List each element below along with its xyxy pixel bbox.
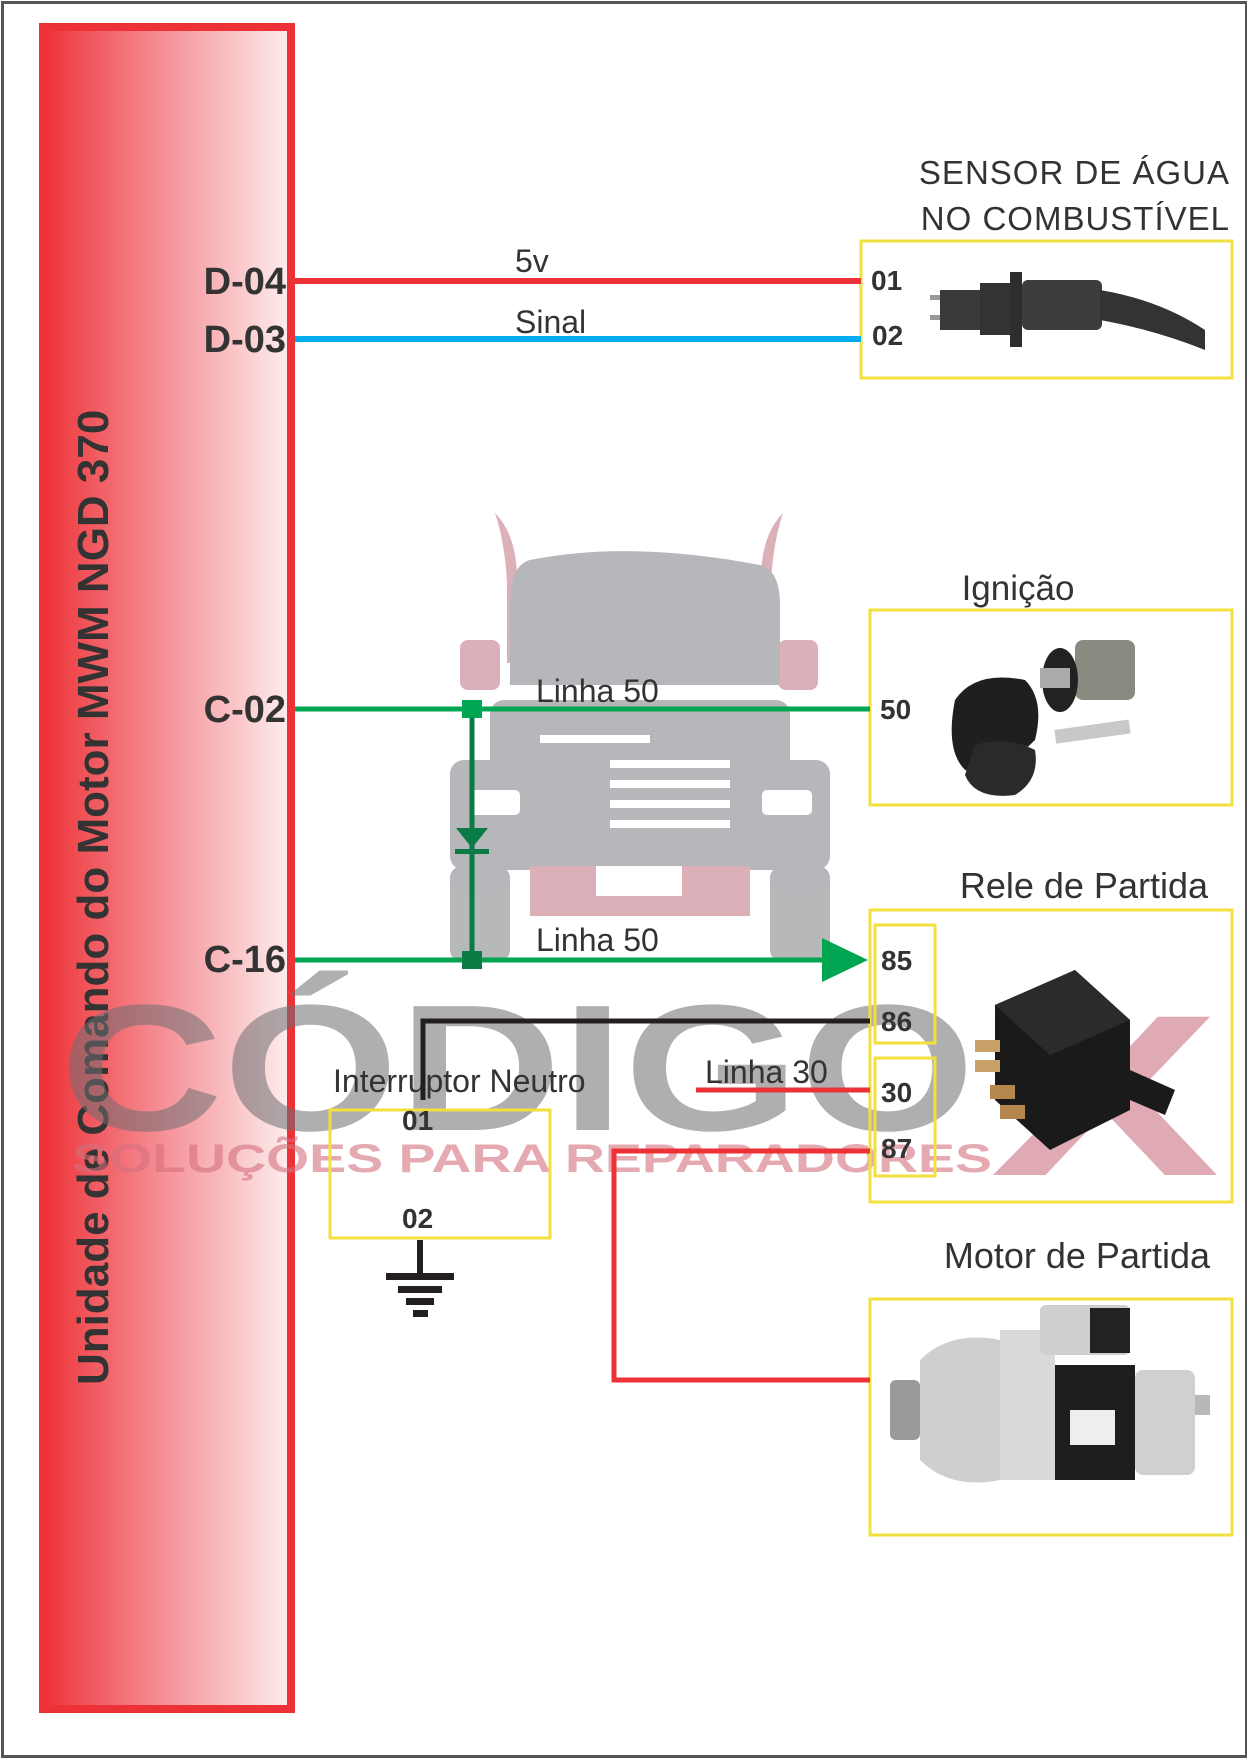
starter-relay: Rele de Partida 85 86 30 87 — [868, 865, 1234, 1204]
relay-image — [975, 970, 1175, 1150]
relay-title: Rele de Partida — [960, 865, 1209, 906]
starter-motor: Motor de Partida — [868, 1235, 1234, 1537]
wire-label-linha50-top: Linha 50 — [536, 673, 659, 709]
wire-d04-5v: 5v — [295, 243, 861, 284]
water-sensor-title-1: SENSOR DE ÁGUA — [919, 154, 1230, 191]
neutral-pin-02: 02 — [402, 1203, 433, 1234]
starter-motor-image — [890, 1305, 1210, 1483]
connector-d04: D-04 — [204, 261, 286, 303]
diode-icon — [456, 828, 488, 848]
water-sensor-pin-02: 02 — [872, 320, 903, 351]
water-sensor-image — [930, 272, 1205, 350]
relay-pin-87: 87 — [881, 1133, 912, 1164]
watermark-brand: CÓDIGO — [60, 968, 975, 1169]
wire-label-linha30: Linha 30 — [705, 1054, 828, 1090]
ground-icon — [386, 1240, 454, 1317]
wire-label-linha50-bottom: Linha 50 — [536, 922, 659, 958]
ecu-title: Unidade de Comando do Motor MWM NGD 370 — [69, 410, 118, 1385]
relay-pin-85: 85 — [881, 945, 912, 976]
starter-motor-title: Motor de Partida — [944, 1235, 1211, 1276]
ignition-switch: Ignição 50 — [868, 569, 1234, 807]
wire-neutral-86 — [420, 1018, 870, 1100]
relay-pin-30: 30 — [881, 1077, 912, 1108]
truck-watermark-icon — [450, 513, 830, 962]
diode-link — [455, 700, 489, 969]
ecu-block: Unidade de Comando do Motor MWM NGD 370 … — [39, 23, 295, 1713]
connector-c16: C-16 — [204, 939, 286, 981]
relay-pin-86: 86 — [881, 1006, 912, 1037]
neutral-pin-01: 01 — [402, 1105, 433, 1136]
wire-label-5v: 5v — [515, 243, 549, 279]
water-sensor-title-2: NO COMBUSTÍVEL — [921, 200, 1230, 237]
water-sensor: SENSOR DE ÁGUA NO COMBUSTÍVEL 01 02 — [859, 154, 1234, 380]
connector-c02: C-02 — [204, 689, 286, 731]
wire-c02-line50: Linha 50 — [295, 673, 870, 712]
ignition-pin-50: 50 — [880, 694, 911, 725]
connector-d03: D-03 — [204, 319, 286, 361]
watermark-tagline: SOLUÇÕES PARA REPARADORES — [72, 1135, 992, 1181]
wire-c16-line50: Linha 50 — [295, 922, 868, 982]
wire-87-starter — [611, 1148, 870, 1383]
neutral-switch: Interruptor Neutro 01 02 — [328, 1063, 586, 1240]
neutral-switch-title: Interruptor Neutro — [333, 1063, 586, 1099]
water-sensor-pin-01: 01 — [871, 265, 902, 296]
wire-line30: Linha 30 — [696, 1054, 870, 1093]
arrow-icon — [822, 938, 868, 982]
ignition-key-image — [951, 640, 1135, 796]
ignition-title: Ignição — [962, 569, 1075, 608]
wire-d03-signal: Sinal — [295, 304, 861, 342]
wire-label-sinal: Sinal — [515, 304, 586, 340]
